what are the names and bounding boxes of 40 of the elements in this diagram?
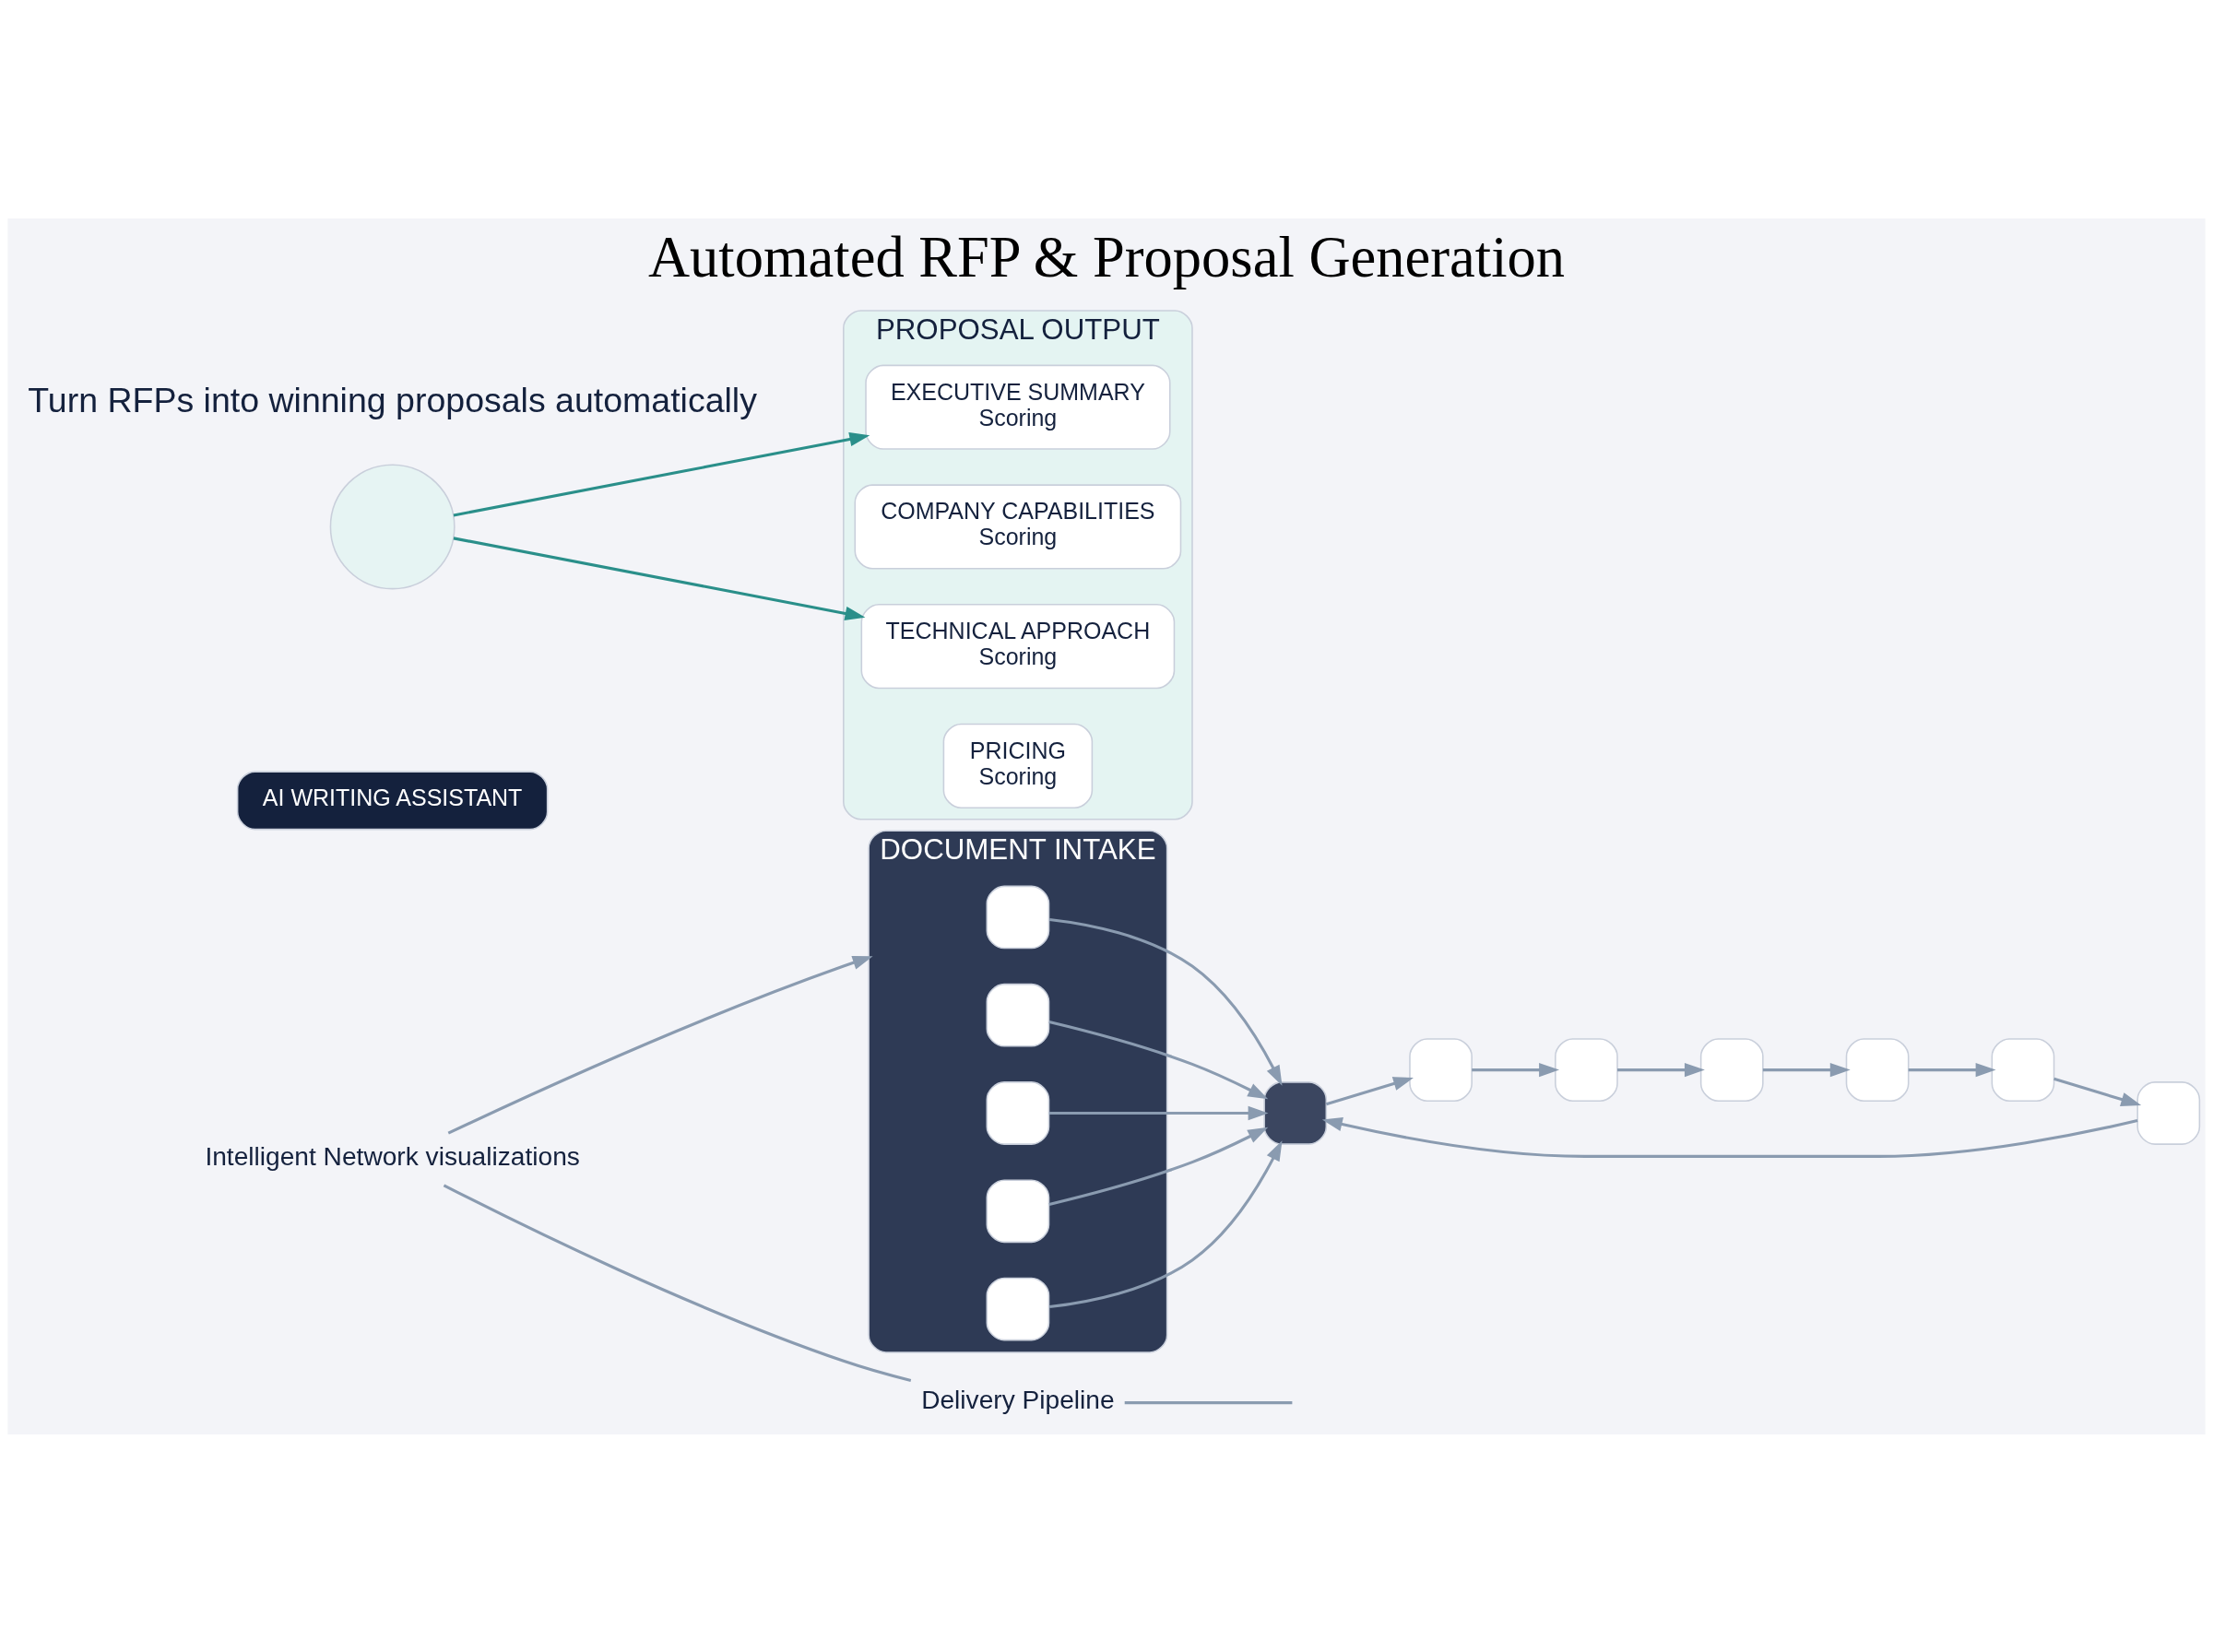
- arrow: [1048, 1127, 1269, 1206]
- node-box: [986, 1080, 1050, 1145]
- node-circle: [329, 463, 456, 589]
- node-box: [1991, 1037, 2055, 1102]
- node-box: [986, 885, 1050, 949]
- arrow: [2053, 1077, 2142, 1106]
- arrow: [453, 431, 870, 517]
- arrow: [447, 955, 873, 1135]
- arrow: [1049, 917, 1283, 1086]
- arrow: [1048, 1105, 1269, 1120]
- cluster: DOCUMENT INTAKE: [868, 829, 1168, 1353]
- node-box: [1699, 1037, 1764, 1102]
- diagram-title: Automated RFP & Proposal Generation: [647, 224, 1566, 289]
- node-box: EXECUTIVE SUMMARY Scoring: [865, 364, 1171, 450]
- arrow: [1048, 1020, 1269, 1099]
- node-box: [986, 1277, 1050, 1340]
- connector: [443, 1183, 912, 1382]
- node-box: AI WRITING ASSISTANT: [236, 770, 549, 830]
- arrow: [1617, 1062, 1705, 1077]
- node-text: Delivery Pipeline: [921, 1385, 1115, 1414]
- arrow: [1472, 1062, 1560, 1077]
- node-box: [1555, 1037, 1618, 1102]
- node-box: [986, 1178, 1050, 1243]
- node-box: [1409, 1037, 1473, 1102]
- arrow: [1908, 1062, 1996, 1077]
- node-box: [1845, 1037, 1910, 1102]
- node-box: [2136, 1080, 2201, 1145]
- node-box: COMPANY CAPABILITIES Scoring: [854, 483, 1182, 570]
- node-box: PRICING Scoring: [942, 723, 1094, 808]
- node-box: [1263, 1080, 1328, 1145]
- node-text: Intelligent Network visualizations: [205, 1141, 580, 1171]
- node-box: TECHNICAL APPROACH Scoring: [860, 603, 1176, 689]
- arrow: [1049, 1139, 1283, 1308]
- arrow: [1325, 1076, 1414, 1105]
- label: Turn RFPs into winning proposals automatically: [28, 380, 757, 419]
- connector: [1124, 1400, 1293, 1404]
- arrow: [1321, 1116, 2138, 1158]
- arrow: [1762, 1062, 1851, 1077]
- node-box: [986, 983, 1050, 1047]
- arrow: [453, 536, 866, 620]
